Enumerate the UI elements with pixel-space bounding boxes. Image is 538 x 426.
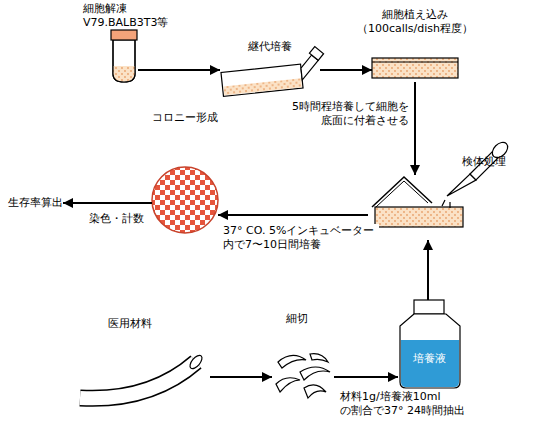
- process-node: 培養液材料1g/培養液10ml の割合で37° 24時間抽出: [398, 300, 460, 390]
- process-node: 検体処理: [368, 175, 465, 240]
- node-label: 細切: [286, 312, 326, 326]
- edge-label: 5時間程培養して細胞を 底面に付着させる: [283, 100, 410, 129]
- flow-arrow: [218, 214, 368, 216]
- process-node: 継代培養: [220, 58, 320, 98]
- process-node: 細胞解凍 V79.BALB3T3等: [108, 30, 138, 82]
- flow-arrow: [138, 69, 220, 71]
- node-label: 材料1g/培養液10ml の割合で37° 24時間抽出: [340, 390, 490, 419]
- flow-arrow: [210, 376, 272, 378]
- node-label: 細胞植え込み （100calls/dish程度）: [352, 8, 478, 37]
- colony-plate: [152, 167, 218, 233]
- treated-dish: [372, 177, 463, 227]
- process-node: 細胞植え込み （100calls/dish程度）: [372, 52, 458, 82]
- cell-tube: [111, 30, 137, 84]
- node-label: 細胞解凍 V79.BALB3T3等: [83, 2, 178, 31]
- node-label: 継代培養: [220, 40, 320, 54]
- node-label: 培養液: [398, 352, 460, 366]
- process-node: 生存率算出: [8, 196, 63, 210]
- node-label: コロニー形成: [144, 111, 226, 125]
- flow-arrow: [427, 240, 429, 300]
- edge-label: 染色・計数: [88, 212, 145, 226]
- node-label: 検体処理: [462, 155, 524, 169]
- flow-arrow: [63, 202, 152, 204]
- node-label: 生存率算出: [8, 196, 63, 210]
- culture-dish: [372, 58, 458, 78]
- node-label: 医用材料: [108, 317, 170, 331]
- edge-label: 37° CO. 5%インキュベーター 内で7〜10日間培養: [222, 224, 379, 253]
- flow-arrow: [320, 69, 372, 71]
- process-node: 細切: [272, 350, 334, 400]
- process-node: コロニー形成: [152, 167, 218, 233]
- medium-bottle: [400, 300, 460, 388]
- flow-arrow: [414, 82, 416, 175]
- pipette: [442, 139, 511, 208]
- minced-pieces: [276, 354, 330, 398]
- medical-tube: [80, 353, 204, 398]
- culture-flask: [219, 46, 327, 97]
- flow-arrow: [334, 376, 398, 378]
- process-node: 医用材料: [75, 345, 210, 410]
